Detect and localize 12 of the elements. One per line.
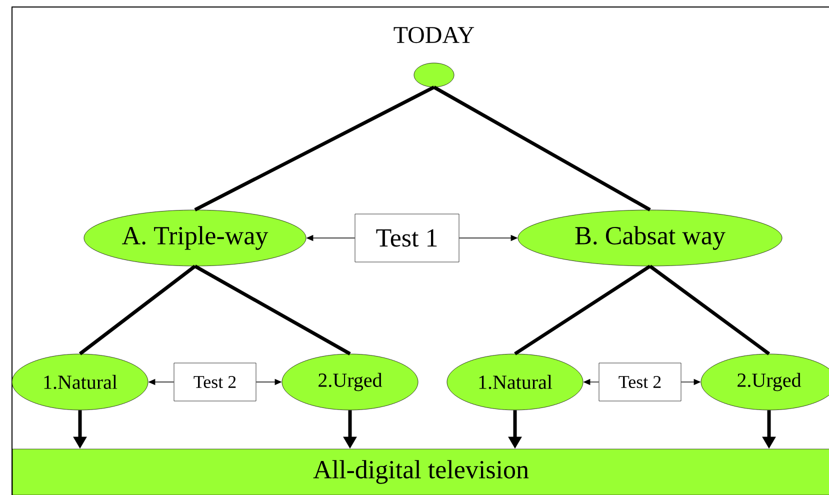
connector-line [648, 264, 770, 356]
test-box: Test 2 [174, 362, 256, 402]
connector-line [514, 264, 651, 356]
connector-line [194, 264, 351, 356]
test-box: Test 1 [354, 214, 460, 262]
start-circle [414, 62, 454, 88]
connector-line [194, 86, 435, 212]
result-band: All-digital television [12, 448, 829, 495]
test-box: Test 2 [598, 362, 682, 402]
connector-line [78, 264, 196, 356]
connector-line [433, 86, 651, 212]
title: TODAY [394, 26, 474, 44]
